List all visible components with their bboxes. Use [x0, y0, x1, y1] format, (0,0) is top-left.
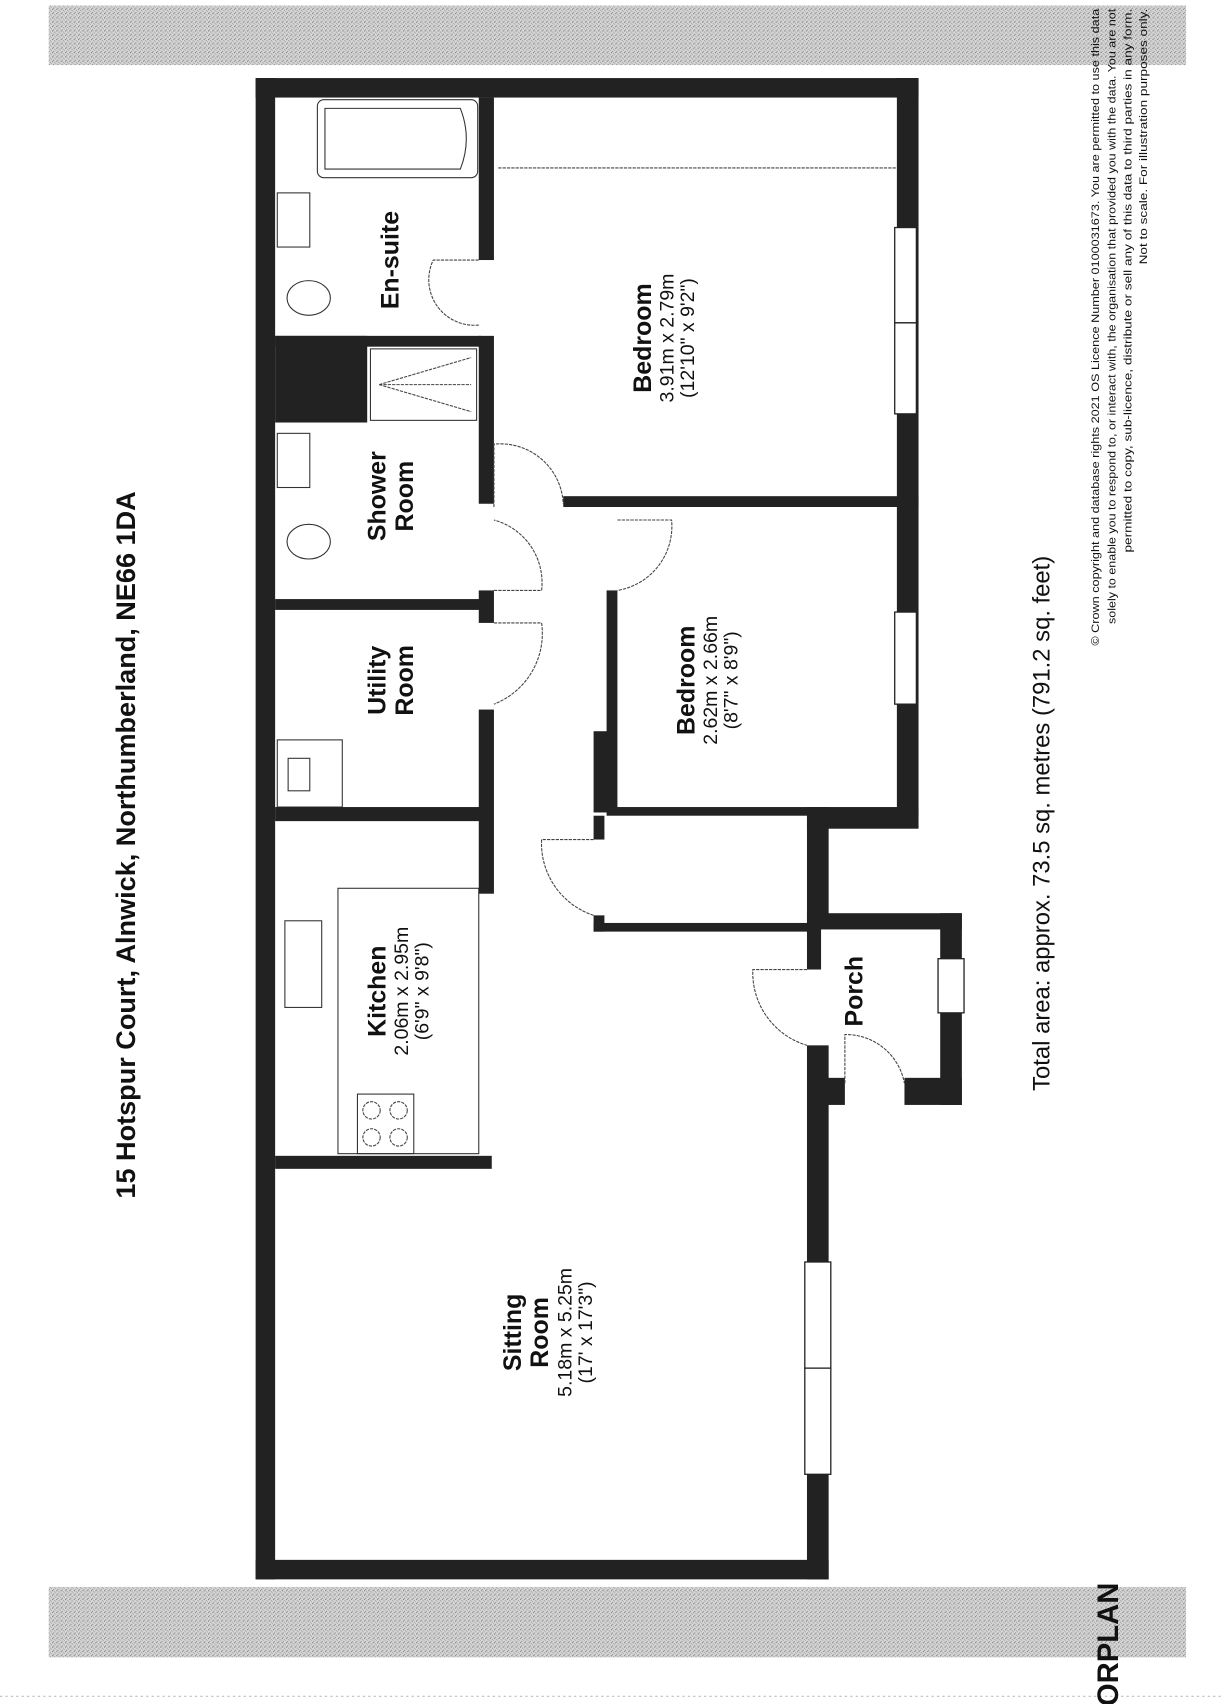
room-metric: 3.91m x 2.79m	[656, 274, 678, 403]
total-area: Total area: approx. 73.5 sq. metres (791…	[1028, 556, 1055, 1091]
room-name: Bedroom	[672, 626, 700, 735]
room-name: En-suite	[377, 211, 405, 309]
shower-tray	[369, 348, 478, 421]
room-name: Room	[391, 645, 419, 716]
window	[937, 958, 965, 1014]
shower-head-lines	[378, 357, 472, 413]
room-bedroom-second: Bedroom 2.62m x 2.66m (8'7" x 8'9")	[672, 616, 742, 745]
copyright-line: Not to scale. For illustration purposes …	[1138, 9, 1150, 265]
room-name: Porch	[840, 956, 868, 1027]
room-sitting: Sitting Room 5.18m x 5.25m (17' x 17'3")	[499, 1268, 597, 1397]
floorplan-label: FLOORPLAN	[1093, 1583, 1125, 1704]
room-imperial: (12'10" x 9'2")	[677, 278, 699, 398]
room-ensuite: En-suite	[377, 211, 405, 309]
room-name: Shower	[364, 451, 392, 541]
hob-ring	[362, 1101, 381, 1120]
walls	[255, 78, 962, 1580]
bath	[316, 99, 479, 179]
kitchen-sink	[284, 920, 323, 1008]
door-bedroom2	[617, 519, 673, 591]
room-metric: 2.06m x 2.95m	[391, 927, 413, 1056]
room-imperial: (6'9" x 9'8")	[412, 942, 434, 1040]
copyright-line: © Crown copyright and database rights 20…	[1090, 8, 1102, 646]
scan-noise-top	[48, 5, 1187, 66]
room-kitchen: Kitchen 2.06m x 2.95m (6'9" x 9'8")	[364, 927, 434, 1056]
shower-toilet	[286, 523, 331, 560]
ensuite-basin	[276, 192, 311, 248]
window	[894, 226, 918, 324]
door-porch-inner	[752, 968, 808, 1046]
room-imperial: (17' x 17'3")	[575, 1281, 597, 1383]
bath-inner	[324, 107, 467, 170]
room-name: Bedroom	[629, 283, 657, 392]
hob	[356, 1093, 415, 1155]
room-porch: Porch	[840, 956, 868, 1027]
kitchen-worktop	[339, 889, 478, 1085]
room-imperial: (8'7" x 8'9")	[720, 631, 742, 729]
copyright-notice: © Crown copyright and database rights 20…	[1090, 8, 1150, 646]
window	[804, 1367, 832, 1475]
hob-ring	[389, 1101, 408, 1120]
property-title: 15 Hotspur Court, Alnwick, Northumberlan…	[110, 491, 141, 1198]
window	[894, 322, 918, 415]
door-shower	[493, 443, 564, 508]
room-utility: Utility Room	[364, 645, 419, 716]
room-name: Room	[526, 1297, 554, 1368]
room-name: Utility	[364, 646, 392, 715]
hob-ring	[362, 1128, 381, 1147]
room-metric: 5.18m x 5.25m	[555, 1268, 577, 1397]
room-bedroom-main: Bedroom 3.91m x 2.79m (12'10" x 9'2")	[629, 274, 699, 403]
room-metric: 2.62m x 2.66m	[700, 616, 722, 745]
copyright-line: permitted to copy, sub-licence, distribu…	[1123, 9, 1135, 553]
hob-ring	[389, 1128, 408, 1147]
door-ensuite	[428, 259, 479, 326]
door-utility	[493, 622, 543, 705]
room-shower: Shower Room	[364, 451, 419, 541]
door-bedroom1	[493, 519, 543, 591]
scan-noise-bottom	[48, 1586, 1187, 1658]
room-name: Kitchen	[364, 946, 392, 1037]
window	[804, 1261, 832, 1369]
ensuite-toilet	[286, 280, 331, 316]
window	[894, 611, 918, 705]
door-hall	[541, 839, 594, 916]
windows	[804, 226, 965, 1475]
door-front	[844, 1033, 905, 1084]
utility-sink	[287, 757, 311, 792]
copyright-line: solely to enable you to respond to, or i…	[1106, 8, 1118, 624]
doors	[428, 259, 905, 1084]
room-name: Room	[391, 461, 419, 532]
shower-basin	[276, 432, 311, 489]
room-name: Sitting	[499, 1294, 527, 1371]
